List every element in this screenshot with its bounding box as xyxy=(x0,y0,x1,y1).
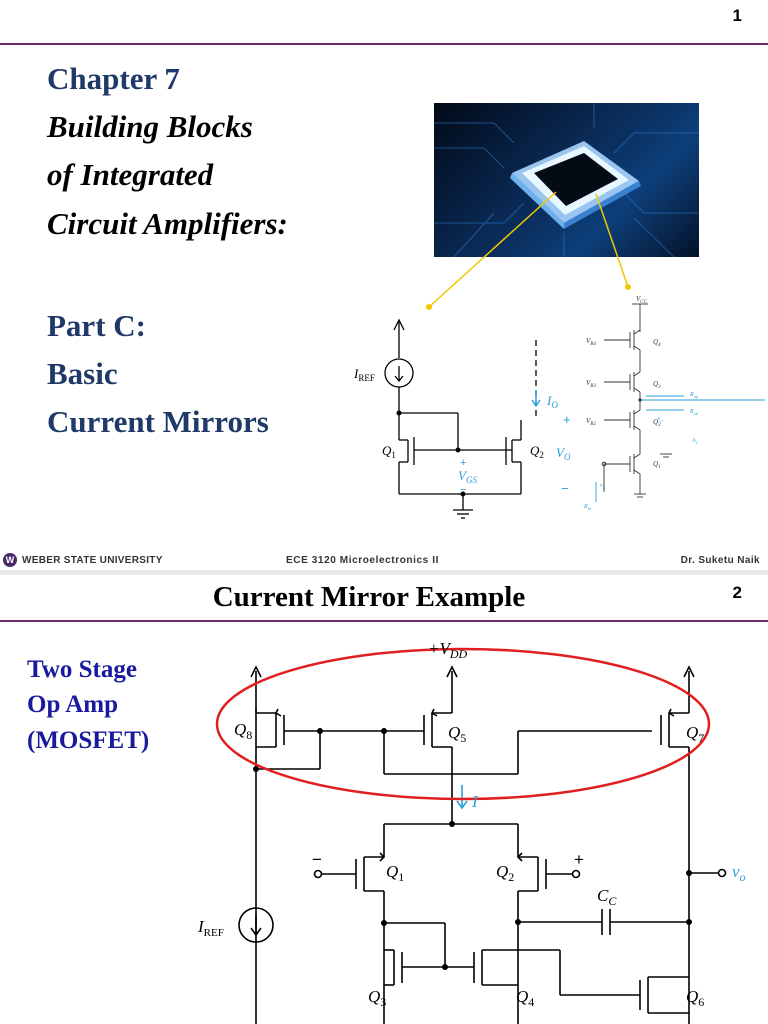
svg-text:+VDD: +VDD xyxy=(428,639,468,661)
iref-label: I xyxy=(353,366,359,381)
svg-text:Rin: Rin xyxy=(583,504,592,511)
svg-text:Q3: Q3 xyxy=(368,987,386,1009)
footer-university: WEBER STATE UNIVERSITY xyxy=(22,555,163,566)
callout-lines xyxy=(426,191,631,310)
svg-text:Q2: Q2 xyxy=(653,418,661,428)
chapter-title: Chapter 7 xyxy=(47,61,180,96)
vi-label: v xyxy=(600,483,603,489)
svg-text:Q1: Q1 xyxy=(653,460,661,470)
slide-1: 1 Chapter 7 Building Blocks of Integrate… xyxy=(0,6,768,567)
q4-small-label: Q xyxy=(653,338,658,346)
vo-output-label: v xyxy=(732,862,740,881)
op-amp-label-3: (MOSFET) xyxy=(27,727,150,754)
svg-text:Q6: Q6 xyxy=(686,987,704,1009)
vgs-minus: − xyxy=(460,484,466,496)
svg-text:Q4: Q4 xyxy=(516,987,534,1009)
q7-label: Q xyxy=(686,723,698,742)
svg-text:VGS: VGS xyxy=(458,468,477,485)
q4-label-2: Q xyxy=(516,987,528,1006)
vo-label: V xyxy=(556,445,566,460)
svg-text:IO: IO xyxy=(546,393,558,410)
svg-text:Q1: Q1 xyxy=(382,443,396,460)
svg-text:Q7: Q7 xyxy=(686,723,704,745)
svg-text:VB4: VB4 xyxy=(586,337,596,347)
i-label: I xyxy=(471,792,479,811)
footer-author: Dr. Suketu Naik xyxy=(680,555,760,566)
slide-2: 2 Current Mirror Example Two Stage Op Am… xyxy=(0,575,768,1024)
svg-text:Ron: Ron xyxy=(689,409,699,416)
q1-label: Q xyxy=(382,443,392,458)
io-label: I xyxy=(546,393,552,408)
title-line-2: of Integrated xyxy=(47,157,214,192)
svg-text:Q8: Q8 xyxy=(234,720,252,742)
svg-text:CC: CC xyxy=(597,886,617,908)
q3-small-label: Q xyxy=(653,380,658,388)
iref-label-2: I xyxy=(197,917,205,936)
cc-label: C xyxy=(597,886,609,905)
svg-text:Av: Av xyxy=(691,438,698,445)
svg-text:VB3: VB3 xyxy=(586,379,596,389)
q8-label: Q xyxy=(234,720,246,739)
q1-label-2: Q xyxy=(386,862,398,881)
part-line-2: Current Mirrors xyxy=(47,404,269,439)
svg-text:Q4: Q4 xyxy=(653,338,661,348)
svg-text:VCC: VCC xyxy=(636,295,648,305)
svg-text:IREF: IREF xyxy=(353,366,375,383)
q5-label: Q xyxy=(448,723,460,742)
vo-small-label: v xyxy=(658,416,661,422)
svg-text:Rop: Rop xyxy=(689,392,699,399)
vb3-label: V xyxy=(586,379,591,387)
page-number-2: 2 xyxy=(732,583,742,602)
current-mirror-schematic: IREF IO Q1 Q2 VGS VO + − + − xyxy=(353,318,570,519)
q2-small-label: Q xyxy=(653,418,658,426)
vcc-label: V xyxy=(636,295,641,303)
q2-label-2: Q xyxy=(496,862,508,881)
title-line-3: Circuit Amplifiers: xyxy=(47,206,288,241)
svg-text:vi: vi xyxy=(600,483,605,490)
vgs-label: V xyxy=(458,468,468,483)
svg-text:Q1: Q1 xyxy=(386,862,404,884)
slide-2-title: Current Mirror Example xyxy=(212,581,526,613)
header-rule-2 xyxy=(0,620,768,622)
svg-text:vo: vo xyxy=(732,862,746,884)
ron-label: R xyxy=(689,409,694,415)
minus-input-label: − xyxy=(312,850,322,869)
vdd-label: +V xyxy=(428,639,452,658)
vb4-label: V xyxy=(586,337,591,345)
page-number: 1 xyxy=(732,6,742,25)
svg-text:IREF: IREF xyxy=(197,917,224,939)
vb2-label: V xyxy=(586,417,591,425)
svg-text:Q2: Q2 xyxy=(496,862,514,884)
q1-small-label: Q xyxy=(653,460,658,468)
rop-label: R xyxy=(689,392,694,398)
svg-text:Q2: Q2 xyxy=(530,443,544,460)
q2-label: Q xyxy=(530,443,540,458)
footer-course: ECE 3120 Microelectronics II xyxy=(286,555,439,566)
header-rule xyxy=(0,43,768,45)
vgs-plus: + xyxy=(460,457,466,469)
svg-text:VB2: VB2 xyxy=(586,417,596,427)
part-line-1: Basic xyxy=(47,356,118,391)
cascode-schematic: VCC VB4 VB3 VB2 Q4 Q3 Q2 Q1 Rop Ron Av v… xyxy=(583,295,765,511)
highlight-ellipse xyxy=(215,647,711,801)
op-amp-schematic: +VDD Q8 Q5 Q7 Q1 Q2 Q3 Q4 Q6 IREF CC I v… xyxy=(197,639,746,1024)
op-amp-label-2: Op Amp xyxy=(27,691,119,718)
plus-input-label: + xyxy=(574,850,584,869)
svg-text:VO: VO xyxy=(556,445,570,462)
weber-state-logo-icon: W xyxy=(3,553,17,567)
footer: W WEBER STATE UNIVERSITY ECE 3120 Microe… xyxy=(0,552,768,570)
slide-separator xyxy=(0,570,768,576)
title-line-1: Building Blocks xyxy=(47,109,253,144)
part-label: Part C: xyxy=(47,308,146,343)
av-label: A xyxy=(691,438,696,444)
svg-text:Q3: Q3 xyxy=(653,380,661,390)
op-amp-label-1: Two Stage xyxy=(27,656,137,683)
q6-label-2: Q xyxy=(686,987,698,1006)
vo-minus: − xyxy=(561,481,569,496)
svg-text:vo: vo xyxy=(658,416,664,423)
rin-label: R xyxy=(583,504,588,510)
vo-plus: + xyxy=(563,412,570,427)
svg-text:Q5: Q5 xyxy=(448,723,466,745)
q3-label-2: Q xyxy=(368,987,380,1006)
